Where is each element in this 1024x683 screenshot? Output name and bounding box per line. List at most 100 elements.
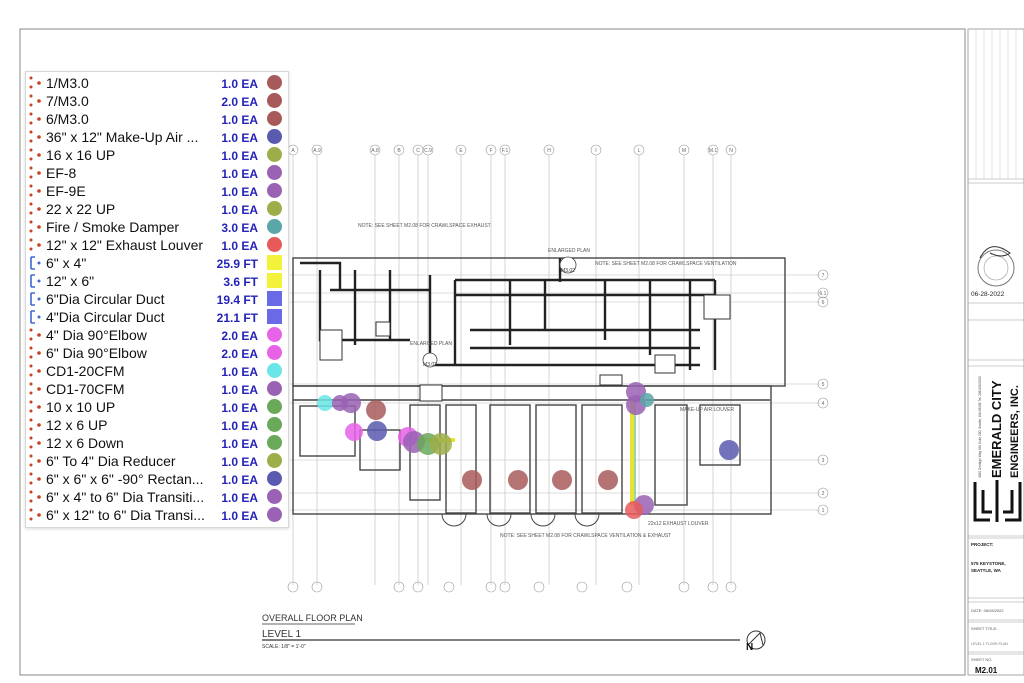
sheet-number: M2.01 [975, 666, 998, 675]
plan-title-block: OVERALL FLOOR PLAN LEVEL 1 SCALE: 1/8" =… [262, 613, 766, 653]
legend-item[interactable]: 36" x 12" Make-Up Air ...1.0 EA [26, 128, 288, 146]
legend-color-circle [267, 507, 282, 522]
legend-item-quantity: 1.0 EA [221, 473, 258, 487]
grid-label-top: E [459, 148, 463, 154]
dot-marker-icon [29, 76, 41, 89]
legend-color-circle [267, 471, 282, 486]
grid-label-top: A [291, 148, 295, 154]
grid-bubbles-top [287, 144, 737, 156]
legend-item-quantity: 1.0 EA [221, 77, 258, 91]
legend-item-quantity: 1.0 EA [221, 149, 258, 163]
legend-item-quantity: 1.0 EA [221, 185, 258, 199]
enlarged-plan-ref-2: M3.02 [423, 362, 437, 368]
bracket-marker-icon [30, 274, 41, 288]
project-label: PROJECT: [971, 542, 994, 547]
legend-color-circle [267, 489, 282, 504]
markup-rect-tee[interactable] [367, 421, 387, 441]
enlarged-plan-ref-1: M3.02 [561, 268, 575, 274]
plan-scale: SCALE: 1/8" = 1'-0" [262, 644, 306, 650]
grid-label-top: N [729, 148, 733, 154]
legend-item-label: 4" Dia 90°Elbow [46, 327, 147, 343]
grid-label-right: 6 [822, 300, 825, 306]
legend-item-label: 36" x 12" Make-Up Air ... [46, 129, 199, 145]
grid-label-top: C [416, 148, 420, 154]
company-box [967, 365, 1024, 537]
note-crawlspace-vent-exhaust: NOTE: SEE SHEET M2.08 FOR CRAWLSPACE VEN… [500, 533, 671, 539]
legend-item-label: 6" Dia 90°Elbow [46, 345, 147, 361]
legend-item-quantity: 1.0 EA [221, 401, 258, 415]
sheet-title-label: SHEET TITLE: [971, 626, 997, 631]
markup-cd1-20cfm[interactable] [317, 395, 333, 411]
grid-label-right: 5 [822, 382, 825, 388]
legend-item-label: EF-8 [46, 165, 77, 181]
legend-item-quantity: 1.0 EA [221, 419, 258, 433]
markup-4-dia-elbow[interactable] [345, 423, 363, 441]
markup-makeup-air[interactable] [719, 440, 739, 460]
legend-color-circle [267, 147, 282, 162]
markup-m3-0-d[interactable] [598, 470, 618, 490]
legend-item-label: CD1-70CFM [46, 381, 125, 397]
legend-item[interactable]: 6" x 4" to 6" Dia Transiti...1.0 EA [26, 488, 288, 506]
legend-item[interactable]: 6" x 6" x 6" -90° Rectan...1.0 EA [26, 470, 288, 488]
signature-icon [979, 246, 1011, 259]
legend-item-label: EF-9E [46, 183, 86, 199]
legend-item-label: 6" x 4" [46, 255, 87, 271]
legend-color-circle [267, 75, 282, 90]
legend-item-label: 12" x 6" [46, 273, 95, 289]
legend-item-label: 6" x 12" to 6" Dia Transi... [46, 507, 205, 523]
dot-marker-icon [29, 508, 41, 521]
grid-label-right: 1 [822, 508, 825, 514]
dot-marker-icon [29, 166, 41, 179]
legend-item-quantity: 1.0 EA [221, 455, 258, 469]
markup-ef-8[interactable] [341, 393, 361, 413]
dot-marker-icon [29, 184, 41, 197]
bracket-marker-icon [30, 310, 41, 324]
legend-item-label: 10 x 10 UP [46, 399, 116, 415]
company-logo-icon [973, 480, 1022, 522]
markup-1-m3-0[interactable] [366, 400, 386, 420]
dot-marker-icon [29, 364, 41, 377]
dot-marker-icon [29, 382, 41, 395]
legend-item-label: 6"Dia Circular Duct [46, 291, 165, 307]
markup-exhaust-louver[interactable] [625, 501, 643, 519]
project-city: SEATTLE, WA [971, 568, 1002, 573]
legend-item[interactable]: 6" x 12" to 6" Dia Transi... 1.0 EA [26, 506, 288, 524]
legend-item-quantity: 1.0 EA [221, 509, 258, 523]
legend-color-circle [267, 111, 282, 126]
markup-7-m3-0-b[interactable] [508, 470, 528, 490]
grid-label-top: A.9 [313, 148, 321, 154]
legend-color-square [267, 273, 282, 288]
legend-item[interactable]: 12" x 6"3.6 FT [26, 272, 288, 290]
legend-item[interactable]: 10 x 10 UP 1.0 EA [26, 398, 288, 416]
markup-6-m3-0[interactable] [552, 470, 572, 490]
markup-reducer[interactable] [430, 433, 452, 455]
markup-7-m3-0-a[interactable] [462, 470, 482, 490]
legend-item[interactable]: 6" x 4"25.9 FT [26, 254, 288, 272]
grid-label-top: C.9 [424, 148, 432, 154]
legend-item[interactable]: EF-9E 1.0 EA [26, 182, 288, 200]
legend-color-square [267, 255, 282, 270]
legend-item-quantity: 1.0 EA [221, 239, 258, 253]
grid-label-top: I [595, 148, 596, 154]
legend-color-square [267, 309, 282, 324]
markup-fire-damper[interactable] [640, 393, 654, 407]
